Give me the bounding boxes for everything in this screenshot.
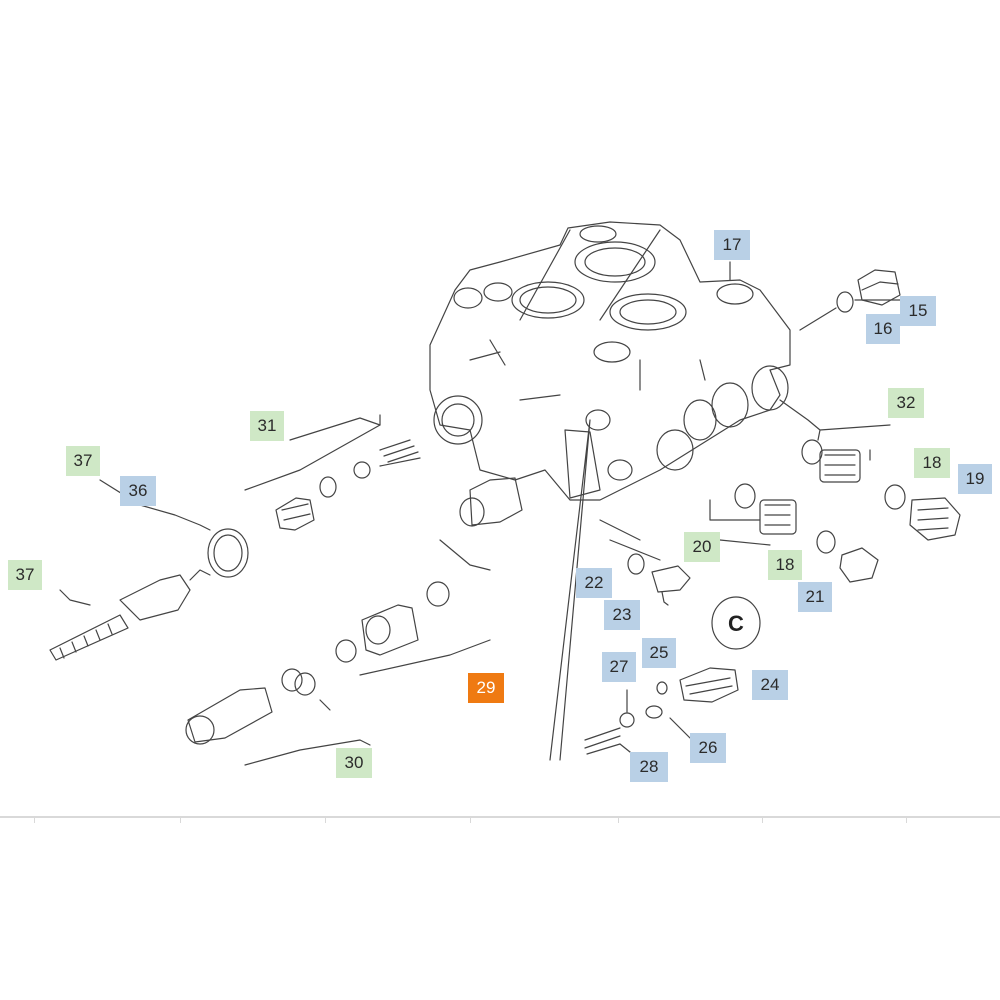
part-label-37-lower[interactable]: 37 <box>8 560 42 590</box>
divider-tick <box>470 818 471 823</box>
part-label-37-upper[interactable]: 37 <box>66 446 100 476</box>
part-23-plug <box>599 519 691 606</box>
divider-tick <box>180 818 181 823</box>
part-label-26[interactable]: 26 <box>690 733 726 763</box>
divider-tick <box>906 818 907 823</box>
part-label-27[interactable]: 27 <box>602 652 636 682</box>
part-label-22[interactable]: 22 <box>576 568 612 598</box>
part-label-20[interactable]: 20 <box>684 532 720 562</box>
part-32-valve <box>779 399 961 541</box>
part-37-rod <box>49 479 249 661</box>
part-29-assembly <box>335 539 491 676</box>
part-30-cartridge <box>185 668 371 766</box>
part-15-plug <box>799 269 901 331</box>
part-label-19[interactable]: 19 <box>958 464 992 494</box>
stamp-letter: C <box>728 611 744 636</box>
part-label-32[interactable]: 32 <box>888 388 924 418</box>
part-label-23[interactable]: 23 <box>604 600 640 630</box>
part-24-fitting <box>645 667 739 739</box>
pump-housing <box>429 221 791 527</box>
part-label-25[interactable]: 25 <box>642 638 676 668</box>
part-label-18-lower[interactable]: 18 <box>768 550 802 580</box>
bottom-divider <box>0 816 1000 818</box>
part-label-28[interactable]: 28 <box>630 752 668 782</box>
part-label-15[interactable]: 15 <box>900 296 936 326</box>
part-20-valve <box>709 483 879 583</box>
part-label-36[interactable]: 36 <box>120 476 156 506</box>
part-label-30[interactable]: 30 <box>336 748 372 778</box>
part-label-16[interactable]: 16 <box>866 314 900 344</box>
divider-tick <box>325 818 326 823</box>
part-label-18-upper[interactable]: 18 <box>914 448 950 478</box>
part-28-spring <box>584 689 641 761</box>
part-label-31[interactable]: 31 <box>250 411 284 441</box>
part-label-24[interactable]: 24 <box>752 670 788 700</box>
divider-tick <box>762 818 763 823</box>
part-label-17[interactable]: 17 <box>714 230 750 260</box>
divider-tick <box>618 818 619 823</box>
part-label-21[interactable]: 21 <box>798 582 832 612</box>
leader-lines <box>519 229 731 761</box>
part-31-assembly <box>244 414 421 531</box>
stamp-c-badge <box>711 596 761 650</box>
part-label-29-selected[interactable]: 29 <box>468 673 504 703</box>
divider-tick <box>34 818 35 823</box>
